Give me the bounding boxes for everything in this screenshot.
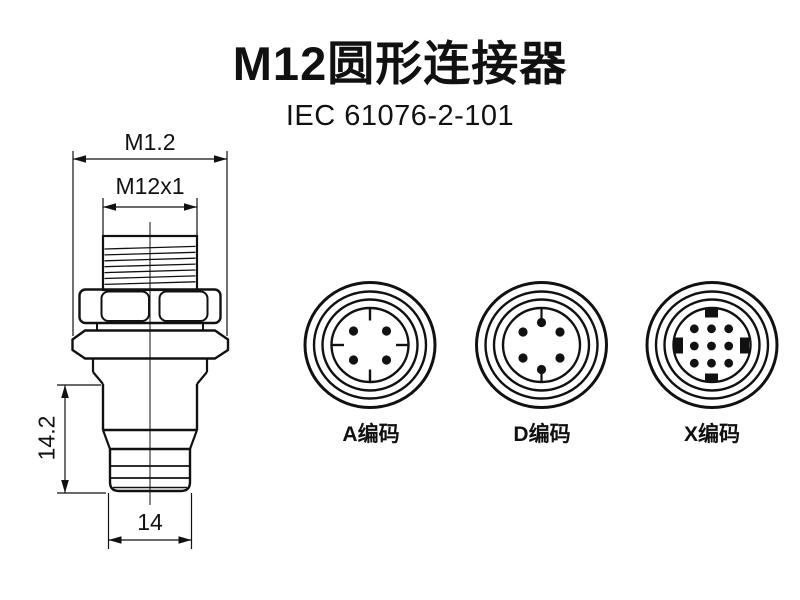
pin-dot <box>689 358 699 368</box>
face-d-outer-ring <box>475 281 608 409</box>
tip-outline <box>108 447 192 493</box>
face-view-d-coded <box>475 281 608 409</box>
face-d-pins <box>518 317 565 375</box>
face-a-ring-3 <box>321 298 419 392</box>
face-x-pins <box>689 324 734 368</box>
hex-nut-outline <box>78 288 222 325</box>
pin-dot <box>348 326 359 336</box>
pin-dot <box>555 327 565 337</box>
side-view-drawing <box>57 151 230 549</box>
dimension-label-outer-width: M1.2 <box>124 129 176 155</box>
pin-dot <box>518 353 528 363</box>
face-x-outer-ring <box>645 281 779 409</box>
pin-dot <box>707 324 716 334</box>
hex-facet-right <box>158 290 209 322</box>
key-notch-bottom <box>705 373 718 383</box>
hex-facet-left <box>100 290 150 322</box>
pin-dot <box>689 341 699 351</box>
flange-collar <box>71 329 230 360</box>
pin-dot <box>689 324 699 334</box>
face-a-outer-ring <box>303 281 437 409</box>
pin-dot <box>724 324 734 334</box>
face-x-ring-3 <box>663 298 761 392</box>
face-x-ring-2 <box>654 290 770 400</box>
face-a-ring-2 <box>312 290 428 400</box>
coding-label-d: D编码 <box>513 423 571 446</box>
pin-dot <box>536 317 547 328</box>
hex-nut <box>78 288 222 325</box>
pin-dot <box>381 326 392 336</box>
dimension-m1-2 <box>72 151 228 336</box>
pin-dot <box>555 353 565 363</box>
face-a-key-ticks <box>332 308 408 382</box>
key-notch-right <box>740 337 749 354</box>
pin-dot <box>707 341 716 351</box>
dimension-label-tip-width: 14 <box>137 509 163 535</box>
page-title: M12圆形连接器 <box>232 37 568 90</box>
face-view-a-coded <box>303 281 437 409</box>
pin-dot <box>381 355 392 365</box>
pin-dot <box>707 358 716 368</box>
face-a-inner-ring <box>330 306 410 384</box>
coding-label-a: A编码 <box>342 423 400 446</box>
key-notch-top <box>705 308 718 318</box>
coding-label-x: X编码 <box>683 423 740 446</box>
thread-hatching <box>104 245 196 286</box>
dimension-label-body-length: 14.2 <box>33 415 60 461</box>
connector-tip <box>108 447 192 493</box>
face-x-key-notches <box>674 308 749 383</box>
flange-step <box>91 358 209 385</box>
pin-dot <box>724 341 734 351</box>
face-d-ring-2 <box>484 290 599 400</box>
page-subtitle: IEC 61076-2-101 <box>285 100 515 132</box>
dimension-m12x1 <box>102 198 198 236</box>
face-d-ring-3 <box>492 298 591 392</box>
pin-dot <box>518 327 528 337</box>
face-a-pins <box>348 326 392 365</box>
dimension-label-thread-spec: M12x1 <box>115 173 185 199</box>
dimension-14 <box>107 493 193 549</box>
key-notch-left <box>674 337 683 354</box>
pin-dot <box>536 364 547 375</box>
face-view-x-coded <box>645 281 779 409</box>
pin-dot <box>724 358 734 368</box>
dimension-14-2 <box>57 384 106 494</box>
connector-body <box>101 384 199 450</box>
pin-dot <box>348 355 359 365</box>
